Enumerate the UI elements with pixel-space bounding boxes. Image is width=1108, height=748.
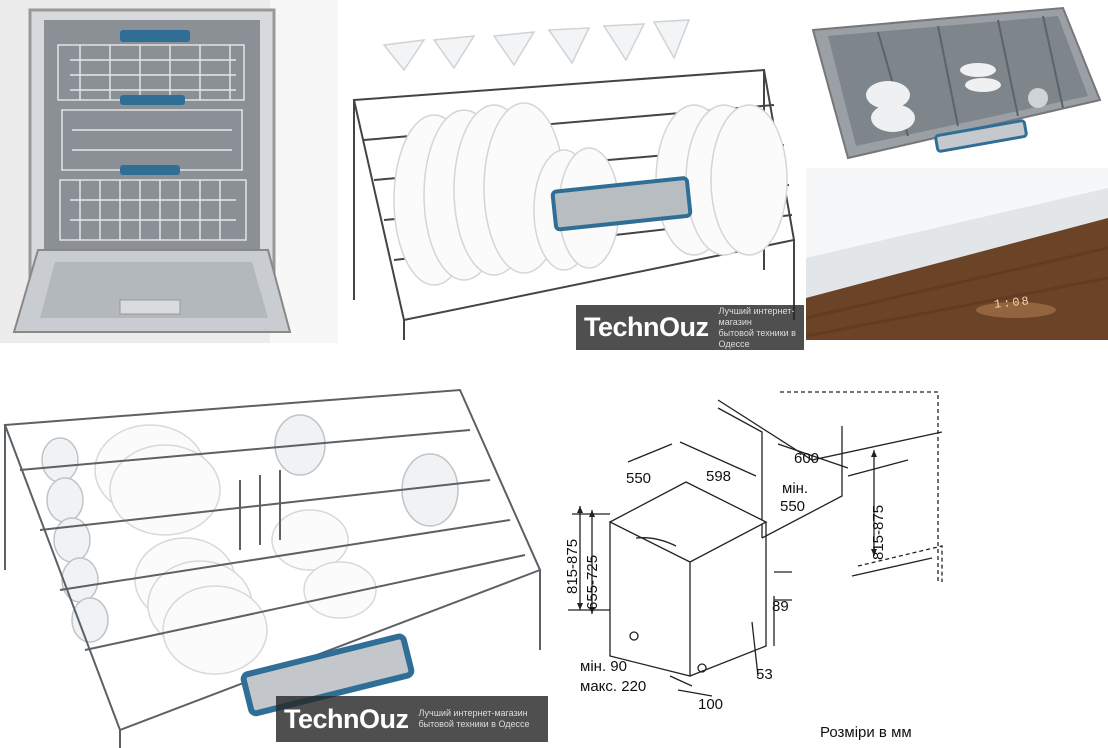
watermark-tagline: Лучший интернет-магазин бытовой техники … [418,708,530,729]
open-dishwasher-photo [0,0,338,343]
lower-basket-photo: TechnOuz Лучший интернет-магазин бытовой… [0,350,548,748]
drawing-caption: Розміри в мм [820,724,912,741]
cutlery-tray-photo [808,0,1108,165]
dimension-height-815-875-left: 815-875 [564,538,581,594]
watermark-tagline: Лучший интернет-магазин бытовой техники … [718,305,796,349]
watermark-badge: TechnOuz Лучший интернет-магазин бытовой… [276,696,548,742]
dimension-53: 53 [756,666,773,683]
dimension-max-220: макс. 220 [580,678,647,695]
installation-dimensions-drawing: 550 598 600 мін. 550 815-875 655-725 815… [552,386,1108,748]
basket-with-plates-photo: TechnOuz Лучший интернет-магазин бытовой… [344,0,804,350]
watermark-logo: TechnOuz [284,703,409,734]
watermark-logo: TechnOuz [584,312,709,342]
dimension-height-655-725: 655-725 [584,554,601,610]
info-light-display-photo: 1:08 [806,168,1108,340]
dimension-width-598: 598 [706,468,732,485]
dimension-100: 100 [698,696,724,713]
dimension-89: 89 [772,598,789,615]
dimension-min-550: 550 [780,498,806,515]
dimension-width-550-top: 550 [626,470,652,487]
dimension-min-label: мін. [782,480,809,497]
dimension-depth-600: 600 [794,450,820,467]
dimension-height-815-875-right: 815-875 [870,504,887,560]
dimension-min-90: мін. 90 [580,658,627,675]
watermark-badge: TechnOuz Лучший интернет-магазин бытовой… [576,305,804,350]
